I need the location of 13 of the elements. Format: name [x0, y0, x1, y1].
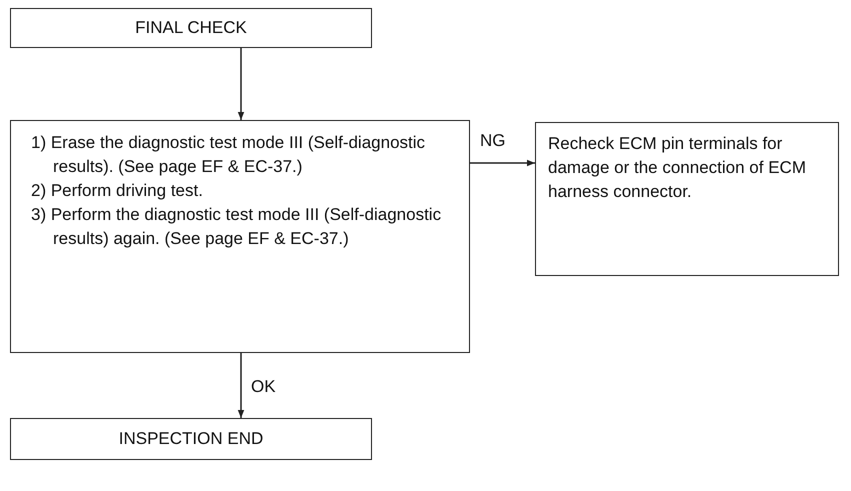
- step-text: 2) Perform driving test.: [30, 180, 204, 202]
- box-text: Recheck ECM pin terminals for damage or the connection of ECM harness connector.: [548, 133, 807, 203]
- arrow: [238, 353, 244, 418]
- arrow: [238, 48, 244, 120]
- arrow: [470, 160, 535, 166]
- process-box: [10, 418, 372, 460]
- process-box: [10, 120, 470, 353]
- box-text: FINAL CHECK: [135, 17, 247, 39]
- process-box: [535, 122, 839, 276]
- step-text: 3) Perform the diagnostic test mode III (Self-diagnostic results) again. (See page EF & EC-37.): [30, 204, 442, 250]
- process-box: [10, 8, 372, 48]
- box-text: INSPECTION END: [118, 428, 264, 450]
- step-text: 1) Erase the diagnostic test mode III (Self-diagnostic results). (See page EF & EC-37.): [30, 132, 426, 178]
